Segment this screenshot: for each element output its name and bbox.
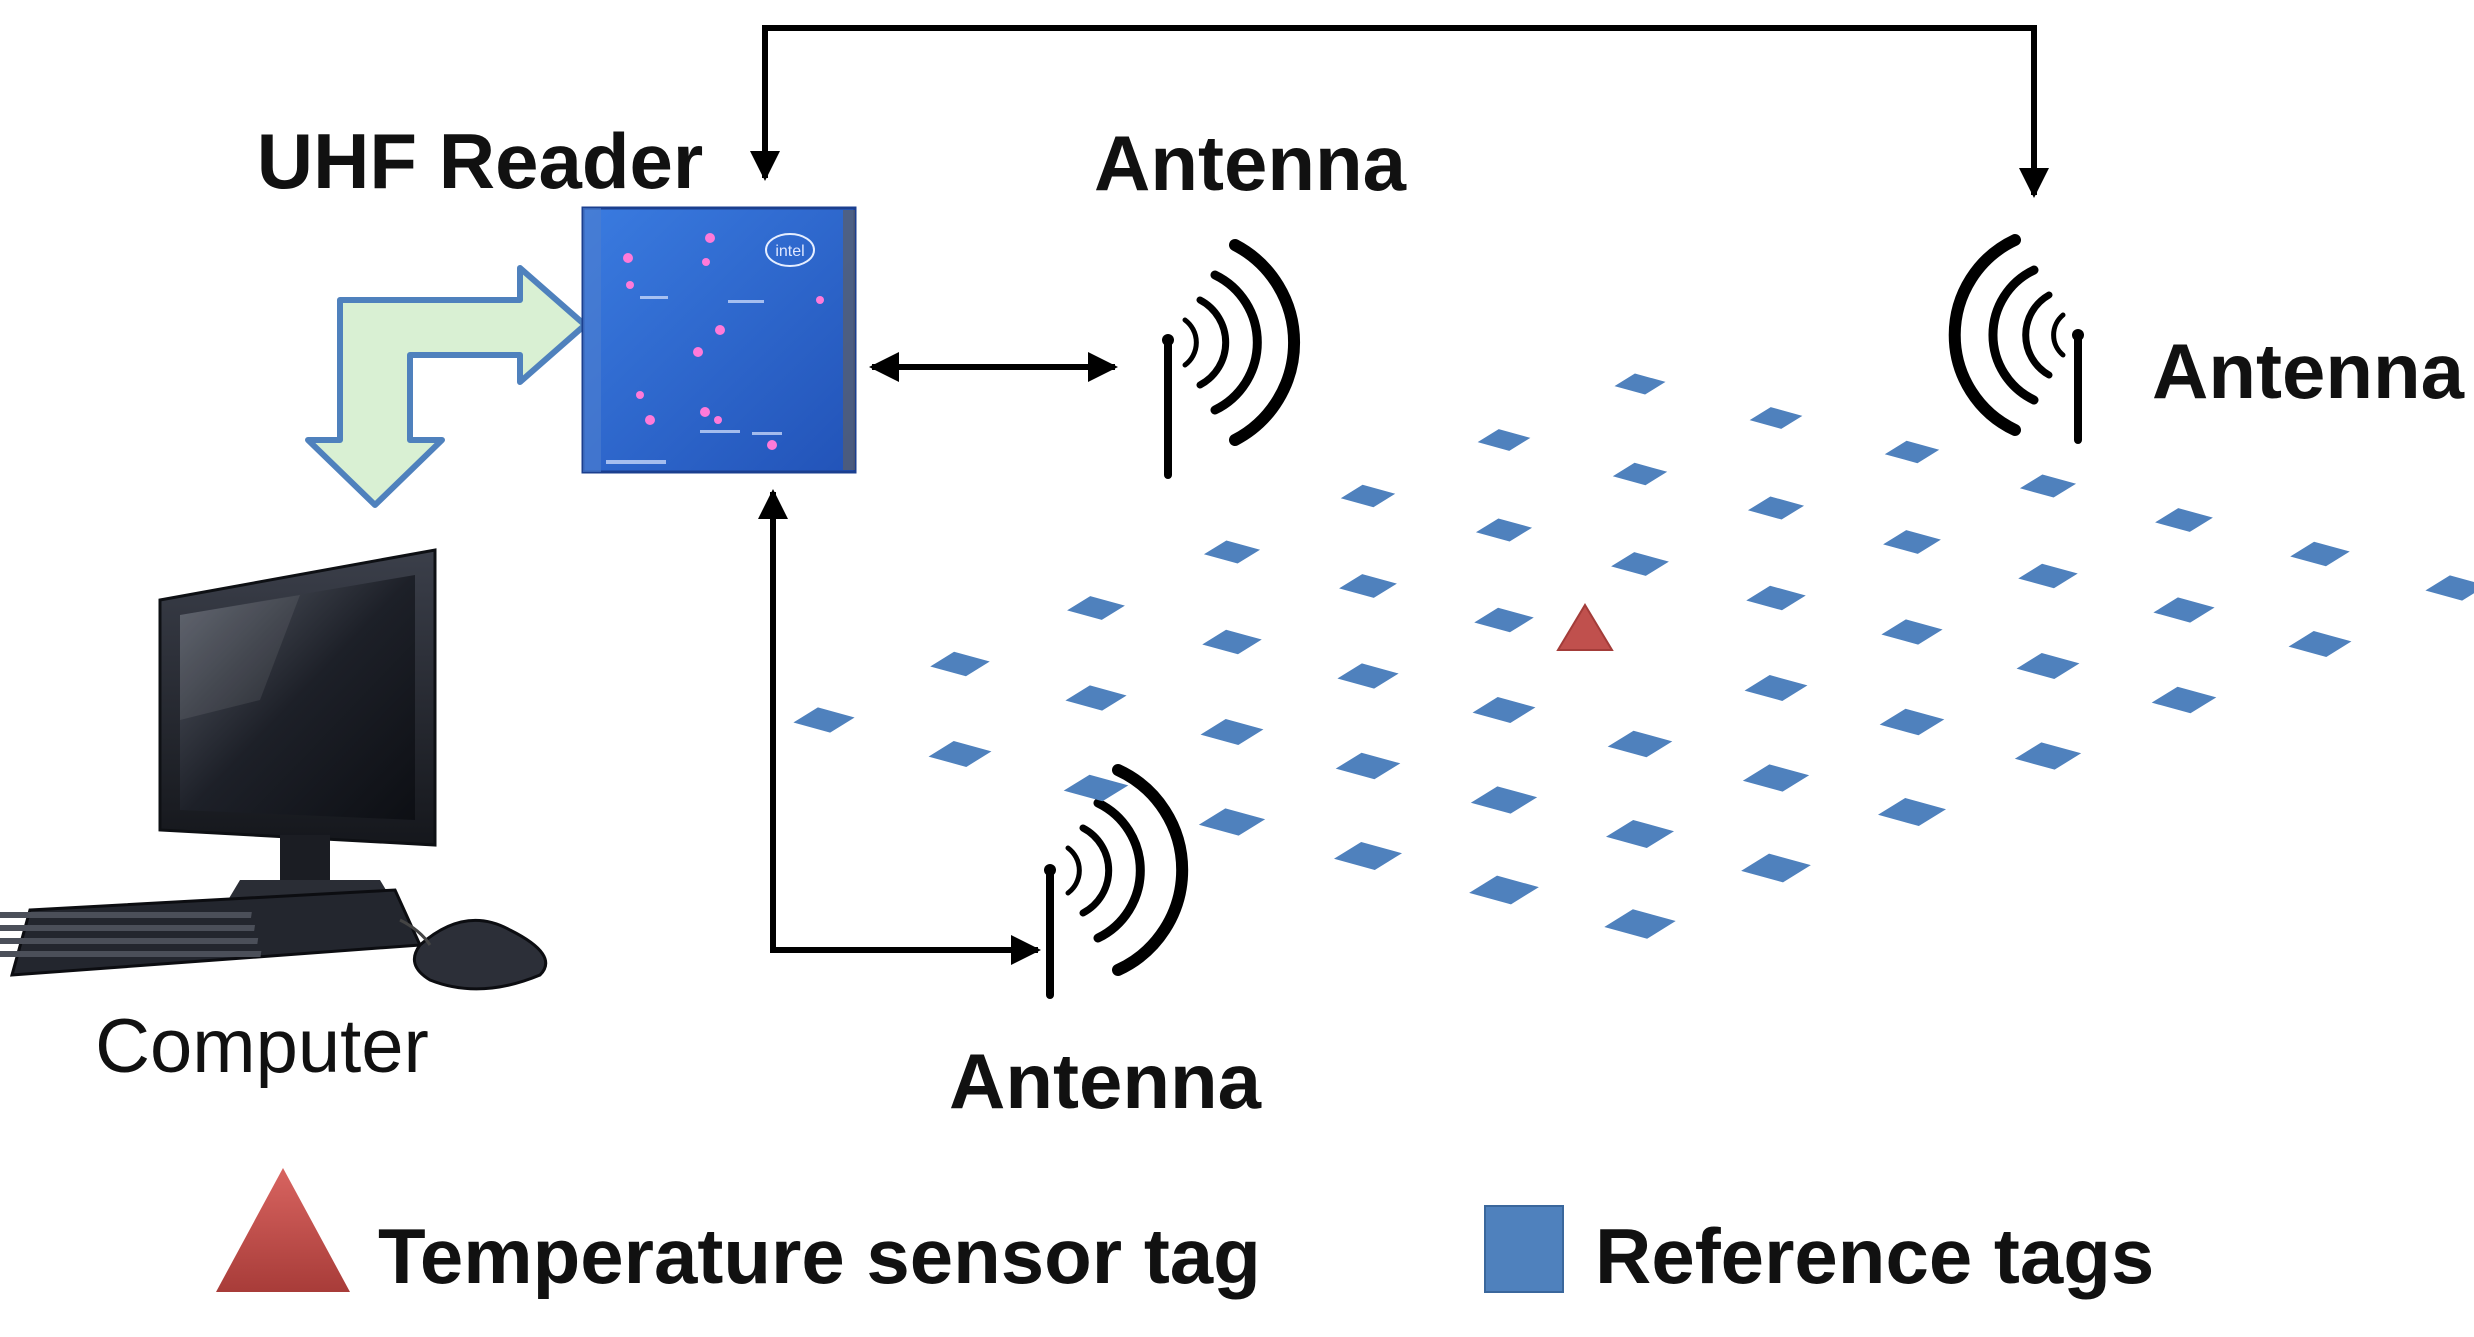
reference-tag bbox=[1604, 909, 1676, 939]
reference-tag bbox=[1065, 685, 1127, 711]
reference-tag bbox=[1744, 675, 1808, 701]
reference-tag bbox=[1747, 496, 1805, 520]
reference-tag bbox=[1469, 875, 1539, 905]
reference-tag bbox=[1340, 484, 1396, 508]
reference-tag bbox=[1879, 708, 1945, 736]
label-antenna-bottom: Antenna bbox=[949, 1037, 1262, 1125]
reference-tag bbox=[1202, 629, 1262, 655]
legend-reference-tags-label: Reference tags bbox=[1595, 1212, 2154, 1300]
reference-tag bbox=[1063, 774, 1129, 802]
computer-icon bbox=[0, 548, 548, 991]
reference-tag bbox=[1614, 373, 1666, 395]
reference-tag bbox=[1612, 462, 1668, 486]
board-logo-text: intel bbox=[775, 243, 804, 260]
reference-tag bbox=[2018, 563, 2078, 589]
reference-tag bbox=[1200, 719, 1264, 745]
reference-tag bbox=[1339, 574, 1397, 598]
reference-tag bbox=[2153, 597, 2215, 623]
reference-tag bbox=[2014, 742, 2082, 770]
reference-tag bbox=[1884, 440, 1940, 464]
label-uhf-reader: UHF Reader bbox=[257, 117, 703, 205]
reference-tag bbox=[1606, 820, 1674, 848]
reference-tag bbox=[1334, 842, 1402, 870]
reference-tag bbox=[1067, 596, 1125, 620]
reference-tag bbox=[1472, 697, 1536, 723]
reference-tag bbox=[1198, 808, 1266, 836]
reference-tag bbox=[1477, 429, 1531, 451]
reference-tag bbox=[1335, 752, 1401, 780]
reference-tag bbox=[928, 741, 992, 767]
reference-tag bbox=[1203, 540, 1261, 564]
reference-tag bbox=[1611, 552, 1669, 576]
reference-tag bbox=[1746, 585, 1806, 611]
reference-tag bbox=[1607, 730, 1673, 758]
data-transfer-arrow bbox=[305, 265, 588, 508]
reference-tag bbox=[1474, 607, 1534, 633]
reference-tag bbox=[1883, 530, 1941, 554]
temperature-sensor-tag bbox=[1556, 603, 1614, 651]
reference-tag bbox=[793, 707, 855, 733]
label-computer: Computer bbox=[95, 1004, 429, 1089]
reference-tag bbox=[1749, 407, 1803, 429]
connector-reader-bottom-antenna bbox=[758, 489, 1041, 965]
reference-tag bbox=[1337, 663, 1399, 689]
reference-tag bbox=[1470, 786, 1538, 814]
reference-tag bbox=[2290, 541, 2350, 567]
legend-sensor-tag-icon bbox=[216, 1168, 350, 1292]
label-antenna-top-center: Antenna bbox=[1094, 119, 1407, 207]
reference-tag bbox=[1741, 853, 1811, 883]
reference-tag bbox=[1881, 619, 1943, 645]
reference-tag bbox=[1878, 798, 1946, 826]
reference-tag bbox=[930, 651, 990, 677]
antenna-icon-center bbox=[1162, 239, 1301, 479]
reference-tag bbox=[1742, 764, 1810, 792]
connector-reader-right-antenna bbox=[750, 25, 2049, 198]
reference-tag bbox=[2151, 686, 2217, 714]
legend: Temperature sensor tag Reference tags bbox=[216, 1168, 2154, 1300]
reference-tag bbox=[1475, 518, 1533, 542]
reference-tag bbox=[2155, 508, 2213, 532]
connections bbox=[750, 25, 2049, 965]
uhf-reader-board: intel bbox=[581, 206, 857, 474]
reference-tag bbox=[2425, 575, 2474, 601]
antenna-icon-right bbox=[1948, 234, 2084, 444]
antenna-icon-bottom bbox=[1044, 764, 1189, 999]
reference-tag bbox=[2288, 631, 2352, 657]
legend-sensor-tag-label: Temperature sensor tag bbox=[378, 1212, 1261, 1300]
reference-tag-grid bbox=[793, 373, 2474, 939]
intel-logo-icon bbox=[765, 233, 815, 267]
reference-tag bbox=[2016, 653, 2080, 679]
reference-tag bbox=[2019, 474, 2077, 498]
legend-reference-tag-icon bbox=[1484, 1205, 1564, 1293]
label-antenna-top-right: Antenna bbox=[2152, 327, 2465, 415]
